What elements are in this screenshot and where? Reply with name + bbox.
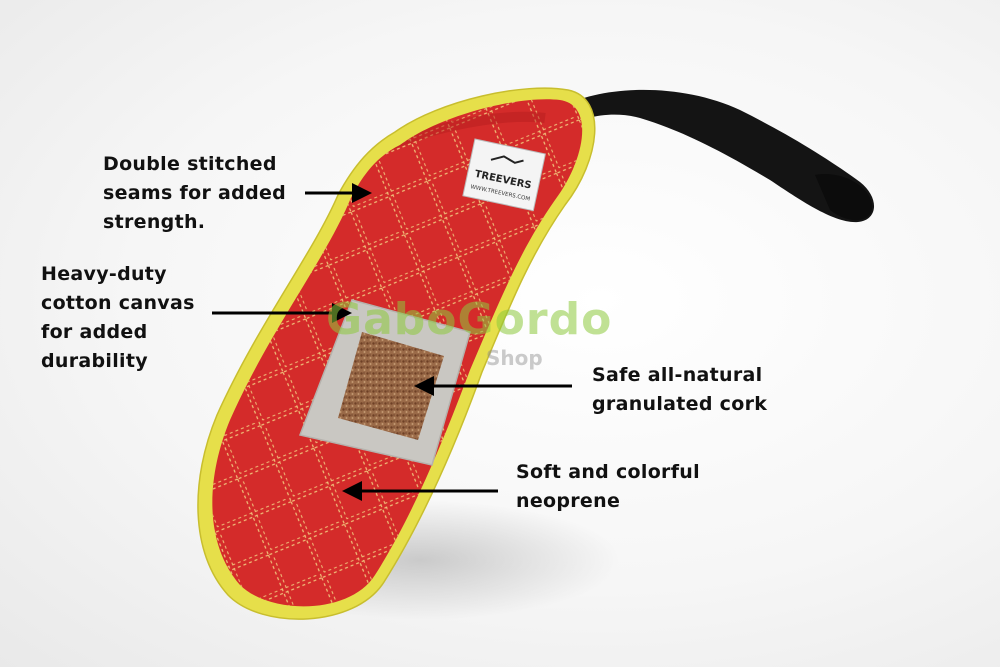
annotation-line: granulated cork [592,393,768,415]
annotation-neoprene: Soft and colorful neoprene [516,458,700,516]
watermark-logo: GaboGordo [326,294,613,345]
arrow-cork [414,376,572,396]
annotation-line: durability [41,350,148,372]
annotation-granulated-cork: Safe all-natural granulated cork [592,361,767,419]
dog-logo-icon [490,155,524,164]
cork-window [338,332,444,440]
annotation-line: Safe all-natural [592,364,763,386]
annotation-line: Soft and colorful [516,461,700,483]
annotation-line: seams for added [103,182,287,204]
watermark-sub: Shop [486,346,543,370]
annotation-cotton-canvas: Heavy-duty cotton canvas for added durab… [41,260,195,376]
black-strap [560,89,875,223]
annotation-line: Heavy-duty [41,263,167,285]
arrow-neoprene [342,481,498,501]
annotation-line: Double stitched [103,153,277,175]
annotation-line: neoprene [516,490,621,512]
annotation-line: for added [41,321,148,343]
annotation-line: strength. [103,211,206,233]
arrow-canvas [212,303,352,323]
annotation-stitched-seams: Double stitched seams for added strength… [103,150,286,237]
annotation-line: cotton canvas [41,292,195,314]
strap-loop [815,174,873,221]
brand-tag: TREEVERS WWW.TREEVERS.COM [462,138,546,212]
arrow-stitch [305,183,372,203]
